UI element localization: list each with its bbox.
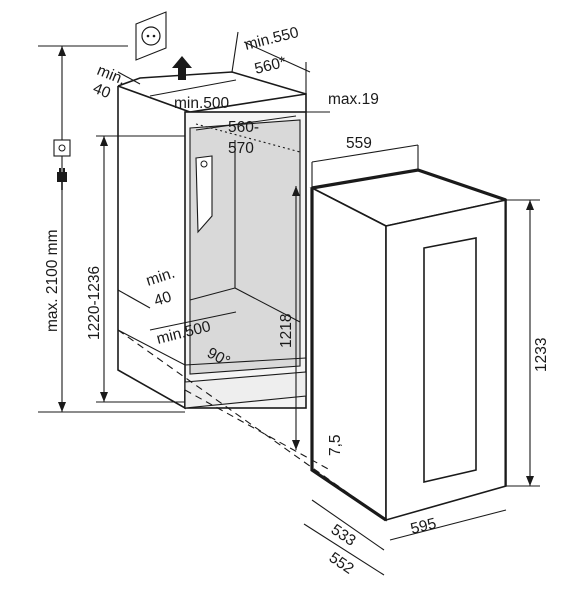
label-vent-bottom-min: min. [144,265,177,290]
label-depth-body: 533 [328,521,359,550]
left-dimensions [38,45,185,413]
top-dimensions [117,31,330,131]
label-niche-depth-min: min.550 [243,24,301,54]
label-top-opening-width: min.500 [174,95,230,112]
power-socket-symbol [53,139,71,157]
appliance [309,168,509,522]
niche-interior [189,119,301,375]
label-door-gap: 7,5 [327,434,344,456]
label-niche-depth-alt: 560* [253,54,288,78]
label-max-installation-height: max. 2100 mm [44,229,61,332]
label-niche-inner-height: 1218 [278,314,295,348]
wall-socket [135,11,167,61]
label-niche-width-a: 560- [228,119,259,136]
label-front-gap-max: max.19 [328,91,379,108]
socket-icon [141,26,161,46]
appliance-dimensions [117,144,540,576]
label-appliance-width-top: 559 [346,135,372,152]
floor-guides [117,329,387,521]
label-depth-total: 552 [326,549,357,578]
label-appliance-height: 1233 [533,338,550,372]
label-niche-width-b: 570 [228,140,254,157]
appliance-side [311,186,387,522]
label-vent-top-val: 40 [91,80,114,102]
plug-icon [57,168,67,190]
niche-plinth [184,371,307,409]
label-vent-bottom-val: 40 [152,288,174,310]
label-niche-height: 1220-1236 [86,266,103,340]
airflow-arrow-icon [172,56,192,80]
label-appliance-width: 595 [409,515,438,538]
appliance-door [385,199,507,522]
niche-cabinet [117,71,307,410]
door-glass-window [423,237,477,484]
hinge-plate [195,155,213,234]
